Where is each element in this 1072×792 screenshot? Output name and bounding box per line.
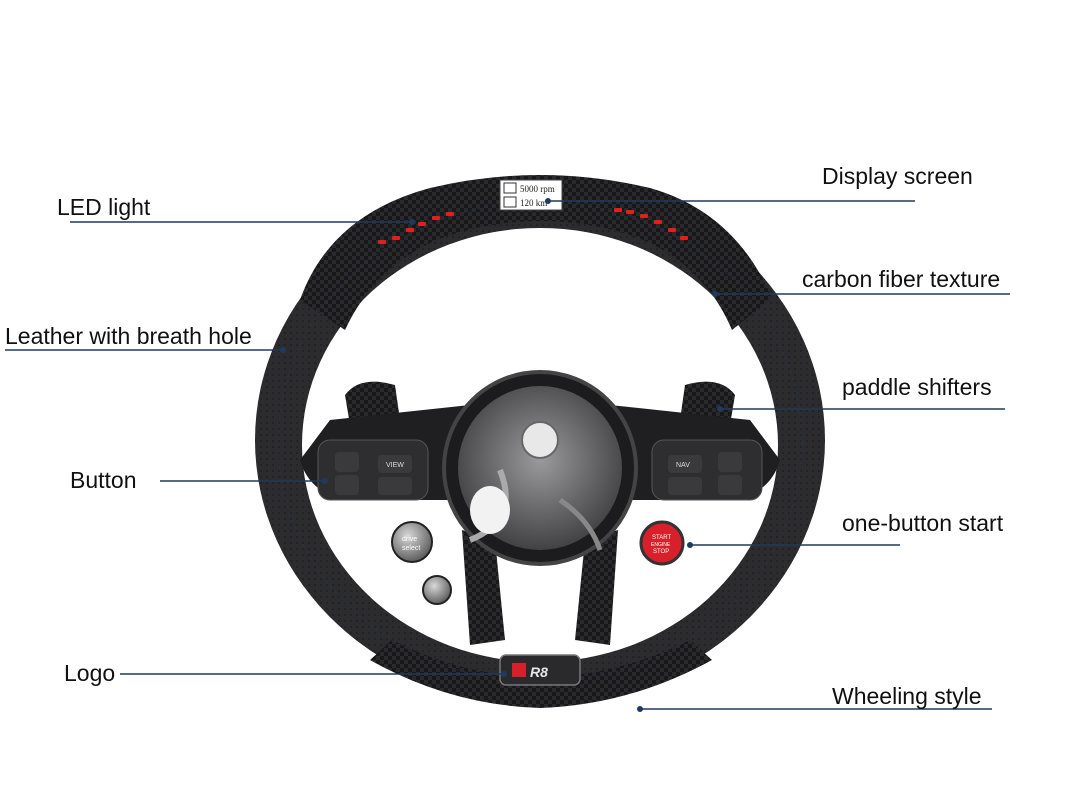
right-button-cluster: NAV bbox=[651, 439, 763, 501]
nav-button-label: NAV bbox=[676, 462, 690, 469]
carbon-top-section bbox=[300, 175, 772, 330]
start-stop-button: START ENGINE STOP bbox=[639, 520, 685, 566]
logo-badge: R8 bbox=[499, 654, 581, 686]
label-wheeling-style: Wheeling style bbox=[832, 683, 982, 709]
label-display-screen: Display screen bbox=[822, 163, 973, 189]
drive-select-label-1: drive bbox=[402, 536, 417, 543]
start-label-3: STOP bbox=[653, 549, 669, 555]
small-knob bbox=[422, 575, 452, 605]
led-lights-left bbox=[378, 212, 454, 244]
screen-line-1: 5000 rpm bbox=[520, 184, 555, 194]
label-paddle-shifters: paddle shifters bbox=[842, 374, 992, 400]
label-logo: Logo bbox=[64, 660, 116, 686]
spoke-bottom-left bbox=[462, 530, 505, 645]
left-button-cluster: VIEW bbox=[317, 439, 429, 501]
display-screen: 5000 rpm 120 km bbox=[499, 179, 563, 211]
carbon-bottom-section bbox=[370, 640, 712, 708]
leader-lines bbox=[5, 198, 1010, 712]
label-carbon-fiber-texture: carbon fiber texture bbox=[802, 266, 1001, 292]
screen-line-2: 120 km bbox=[520, 198, 547, 208]
spoke-bottom-right bbox=[575, 530, 618, 645]
label-leather-breath-hole: Leather with breath hole bbox=[5, 323, 252, 349]
drive-select-label-2: select bbox=[402, 545, 420, 552]
center-hub bbox=[442, 370, 638, 566]
start-label-2: ENGINE bbox=[651, 542, 671, 548]
start-label-1: START bbox=[652, 535, 671, 541]
logo-badge-text: R8 bbox=[530, 664, 548, 680]
label-led-light: LED light bbox=[57, 194, 151, 220]
label-button: Button bbox=[70, 467, 137, 493]
drive-select-knob: drive select bbox=[391, 521, 433, 563]
view-button-label: VIEW bbox=[386, 462, 404, 469]
led-lights-right bbox=[614, 208, 688, 240]
label-one-button-start: one-button start bbox=[842, 510, 1004, 536]
